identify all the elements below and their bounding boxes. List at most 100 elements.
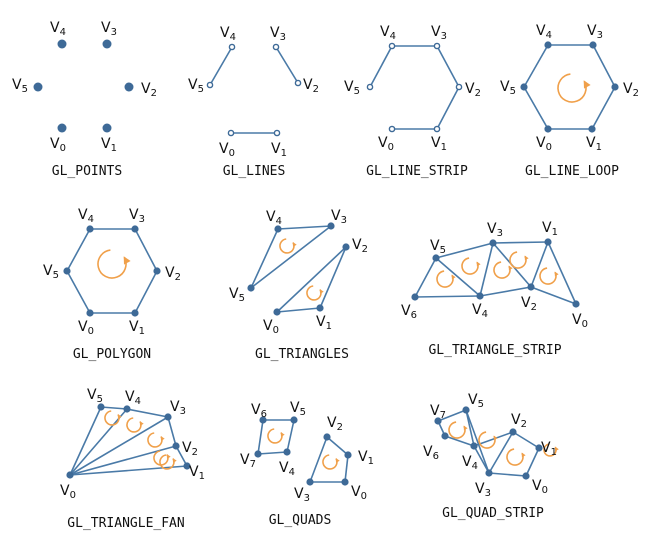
vertex-label: V3 [331,208,347,226]
vertex [273,129,281,137]
rotation-arrowhead [292,242,297,247]
vertex [527,283,535,291]
rotation-arrowhead [139,421,144,426]
vertex-label: V1 [189,464,205,482]
vertex-label: V5 [87,387,103,405]
vertex-label: V3 [475,481,491,499]
edge [465,409,490,474]
vertex-label: V5 [430,238,446,256]
vertex [342,243,350,251]
vertex-label: V2 [623,81,639,99]
edge [444,435,475,447]
rotation-arrowhead [160,436,165,441]
vertex [327,222,335,230]
vertex-label: V4 [78,207,94,225]
edge [276,246,347,313]
rotation-arrowhead [123,256,131,265]
rotation-arrow [267,428,283,444]
vertex [470,442,478,450]
vertex [86,309,94,317]
edge [530,241,549,288]
vertex-label: V6 [251,402,267,420]
rotation-arrow [147,432,163,448]
vertex-label: V5 [344,79,360,97]
vertex-label: V2 [352,237,368,255]
vertex [131,309,139,317]
vertex [228,43,236,51]
vertex [57,123,67,133]
vertex-label: V1 [129,319,145,337]
vertex [366,83,374,91]
edge [547,241,577,305]
vertex-label: V0 [219,141,235,159]
vertex-label: V5 [43,263,59,281]
vertex-label: V2 [165,265,181,283]
vertex [323,433,331,441]
vertex-label: V0 [50,136,66,154]
rotation-arrow [322,454,338,470]
vertex-label: V6 [423,444,439,462]
vertex [86,225,94,233]
edge [512,431,540,449]
edge [319,246,347,309]
edge [134,228,158,272]
rotation-arrow [306,285,322,301]
edge [175,445,188,467]
edge [326,436,349,456]
vertex [509,428,517,436]
vertex-label: V1 [358,449,374,467]
vertex [164,413,172,421]
vertex [57,39,67,49]
edge [525,447,540,477]
vertex [544,125,552,133]
vertex-label: V0 [60,483,76,501]
rotation-arrow [153,450,169,466]
rotation-arrowhead [166,454,171,459]
edge [277,225,332,230]
rotation-arrowhead [451,274,456,280]
vertex [344,451,352,459]
vertex [294,79,302,87]
edge [479,242,494,297]
vertex-label: V3 [294,486,310,504]
vertex [206,81,214,89]
vertex-label: V1 [431,135,447,153]
edge [488,472,527,477]
rotation-arrowhead [319,289,324,294]
rotation-arrow [97,249,127,279]
vertex-label: V3 [270,25,286,43]
vertex [433,125,441,133]
vertex-label: V1 [101,136,117,154]
rotation-arrowhead [524,255,529,261]
vertex-label: V2 [327,415,343,433]
vertex [33,82,43,92]
edge [69,465,188,476]
edge [286,419,295,453]
edge [126,408,169,418]
vertex-label: V2 [521,295,537,313]
vertex [341,478,349,486]
vertex-label: V2 [465,81,481,99]
rotation-arrow [557,73,587,103]
rotation-arrowhead [476,261,481,267]
edge [523,44,549,88]
vertex-label: V4 [380,24,396,42]
panel-title: GL_TRIANGLE_STRIP [428,343,561,358]
rotation-arrowhead [493,435,498,441]
vertex-label: V4 [462,454,478,472]
vertex-label: V7 [240,452,256,470]
vertex [290,416,298,424]
rotation-arrowhead [172,458,177,463]
rotation-arrow [478,431,496,449]
edge [523,86,549,130]
edge [276,307,321,313]
vertex-label: V1 [541,440,557,458]
vertex [124,82,134,92]
rotation-arrow [159,454,175,470]
